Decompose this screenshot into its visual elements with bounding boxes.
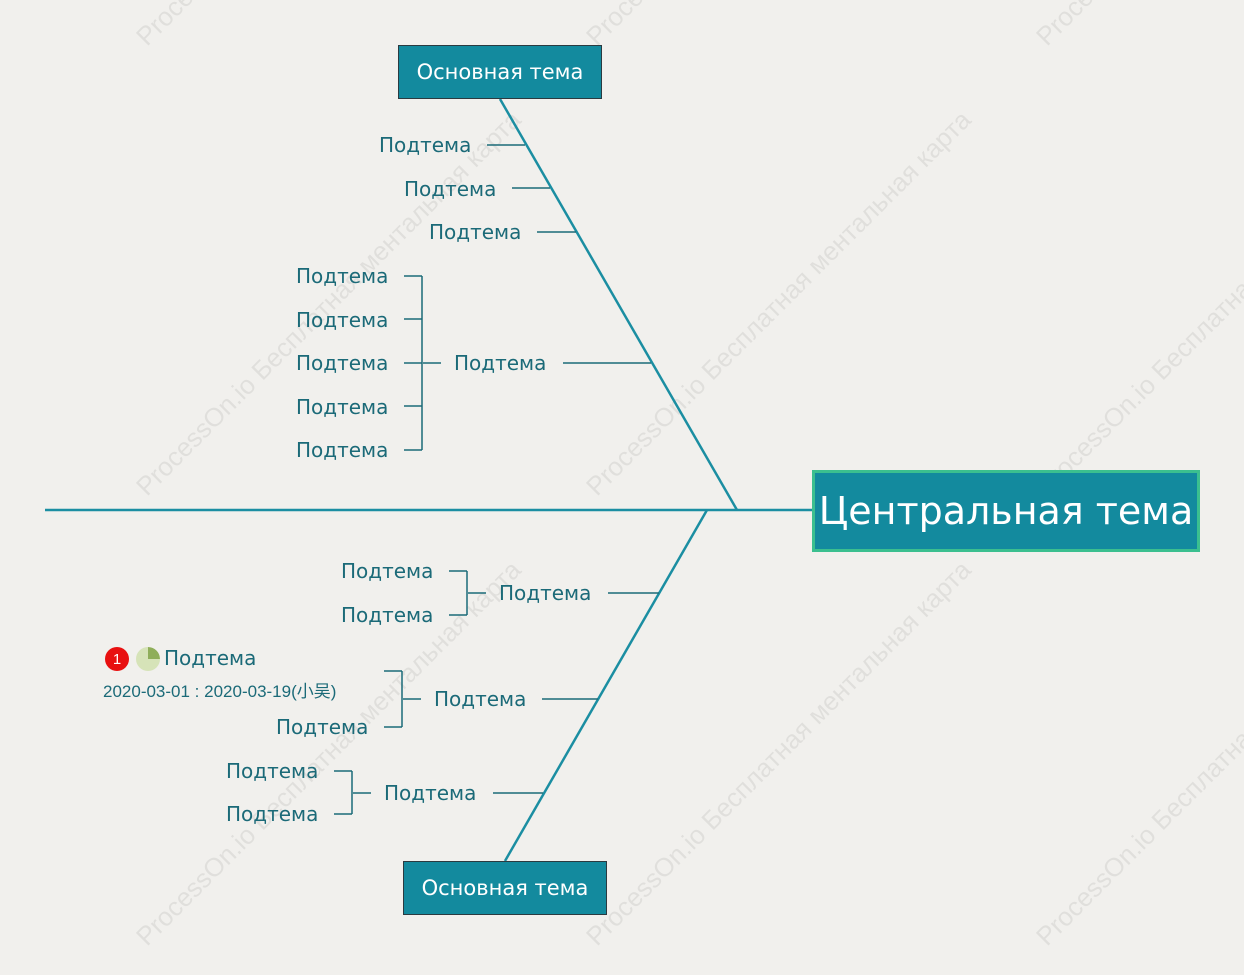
top-group-child-1[interactable]: Подтема	[296, 264, 389, 288]
top-main-topic[interactable]: Основная тема	[398, 45, 602, 99]
top-group-child-4[interactable]: Подтема	[296, 395, 389, 419]
bottom-group-3-child-1[interactable]: Подтема	[226, 759, 319, 783]
top-subtopic-3[interactable]: Подтема	[429, 220, 522, 244]
bottom-group-1-subtopic[interactable]: Подтема	[499, 581, 592, 605]
bottom-bone-line	[503, 509, 709, 862]
top-subtopic-1[interactable]: Подтема	[379, 133, 472, 157]
bottom-group-3-child-2[interactable]: Подтема	[226, 802, 319, 826]
top-group-subtopic[interactable]: Подтема	[454, 351, 547, 375]
bottom-group-1-child-1[interactable]: Подтема	[341, 559, 434, 583]
bottom-group-1-child-2[interactable]: Подтема	[341, 603, 434, 627]
bottom-group-2-subtopic[interactable]: Подтема	[434, 687, 527, 711]
top-subtopic-2[interactable]: Подтема	[404, 177, 497, 201]
top-group-child-3[interactable]: Подтема	[296, 351, 389, 375]
bottom-group-2-task-label[interactable]: Подтема	[164, 646, 257, 670]
priority-1-icon: 1	[105, 647, 129, 671]
bottom-group-3-subtopic[interactable]: Подтема	[384, 781, 477, 805]
bottom-group-2-child-2[interactable]: Подтема	[276, 715, 369, 739]
top-bone-line	[498, 98, 739, 511]
bottom-main-topic[interactable]: Основная тема	[403, 861, 607, 915]
central-topic[interactable]: Центральная тема	[812, 470, 1200, 552]
top-group-child-2[interactable]: Подтема	[296, 308, 389, 332]
task-date-range: 2020-03-01 : 2020-03-19(小吴)	[103, 682, 337, 701]
top-group-child-5[interactable]: Подтема	[296, 438, 389, 462]
progress-quarter-icon	[136, 647, 160, 671]
